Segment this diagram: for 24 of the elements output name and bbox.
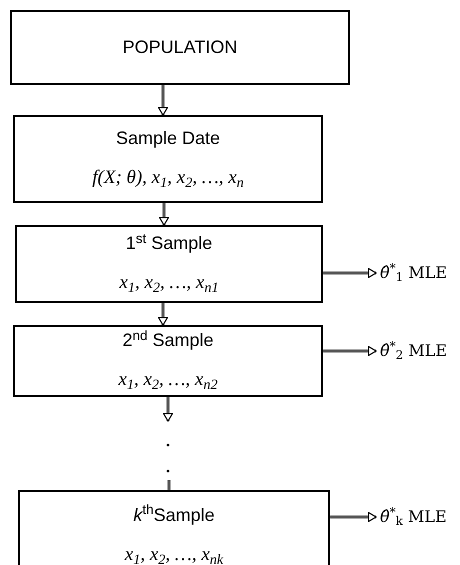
box-title: 2$^{nd}$ Sample [122, 327, 214, 352]
box-title: POPULATION [122, 36, 238, 59]
mle-text: θ̂$^{*}$$_{k}$ MLE [380, 505, 447, 529]
mle-text: θ̂$^{*}$$_{1}$ MLE [380, 261, 448, 285]
process-box [15, 225, 323, 303]
math-formula: x$_{1}$, x$_{2}$, …, x$_{nk}$ [124, 543, 224, 565]
arrow [323, 268, 377, 278]
arrow [158, 85, 168, 116]
process-box [10, 10, 350, 85]
mle-text: θ̂$^{*}$$_{2}$ MLE [380, 339, 448, 363]
box-title: 1$^{st}$ Sample [126, 230, 212, 256]
box-title: k$^{th}$Sample [133, 502, 215, 527]
arrow [330, 512, 377, 522]
process-box [18, 490, 330, 565]
arrow [158, 203, 170, 226]
arrow [162, 397, 174, 422]
math-formula: f(X; θ), x$_{1}$, x$_{2}$, …, x$_{n}$ [92, 166, 244, 193]
process-box [13, 115, 323, 203]
arrow [158, 303, 168, 326]
box-title: Sample Date [116, 127, 220, 150]
math-formula: x$_{1}$, x$_{2}$, …, x$_{n1}$ [119, 271, 219, 298]
math-formula: x$_{1}$, x$_{2}$, …, x$_{n2}$ [118, 368, 218, 395]
process-box [13, 325, 323, 397]
arrow [323, 346, 377, 356]
